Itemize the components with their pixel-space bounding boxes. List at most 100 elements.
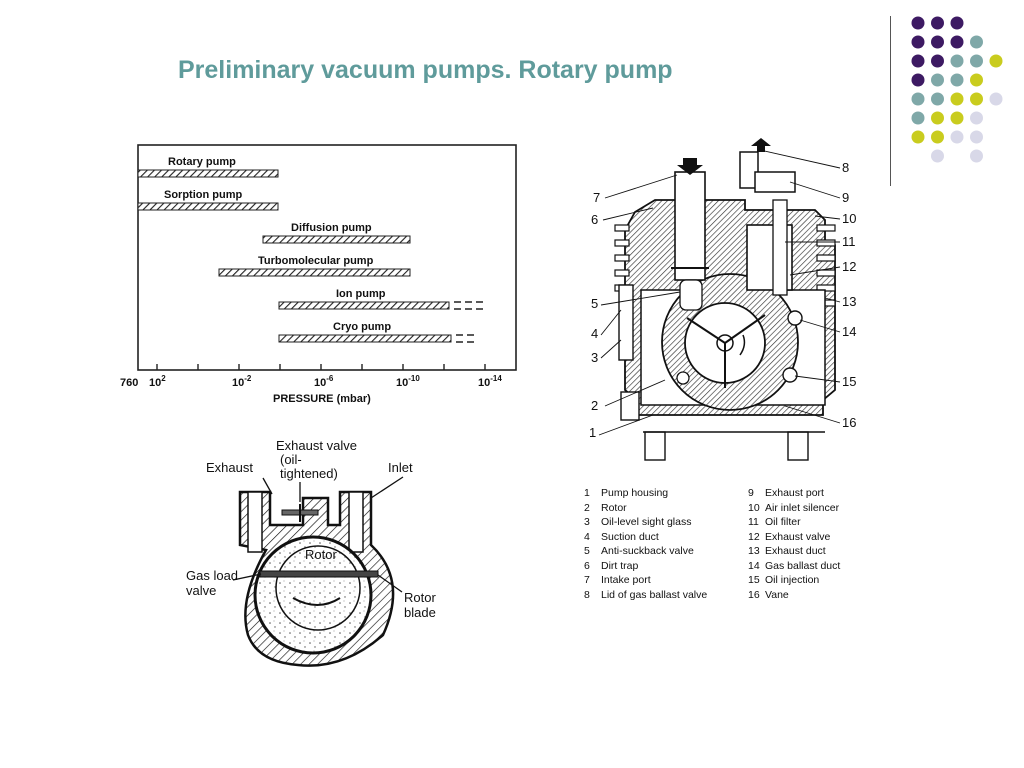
decorative-dot [950,73,964,87]
pressure-range-chart: Rotary pump Sorption pump Diffusion pump… [120,144,517,405]
decorative-dot [931,16,944,30]
callout-14: 14 [842,324,856,339]
label-tightened: tightened) [280,466,338,481]
label-cryo-pump: Cryo pump [333,321,391,333]
label-rotor-blade-1: Rotor [404,590,436,605]
decorative-dot [970,111,983,125]
callout-11: 11 [842,234,856,249]
label-turbomolecular-pump: Turbomolecular pump [258,255,374,267]
decorative-dot [911,54,925,68]
callout-10: 10 [842,211,856,226]
decorative-dot [931,92,944,106]
bar-turbomolecular-pump [218,268,411,277]
bar-ion-pump [278,301,450,310]
slide-title: Preliminary vacuum pumps. Rotary pump [178,56,673,84]
title-divider-line [890,16,891,186]
decorative-dot [911,35,925,49]
decorative-dot [950,130,964,144]
intake-port [674,171,706,281]
bar-rotary-pump [137,169,279,178]
label-ion-pump: Ion pump [336,288,386,300]
callout-2: 2 [591,398,598,413]
decorative-dot [911,111,925,125]
label-rotor-blade-2: blade [404,605,436,620]
decorative-dot [931,54,944,68]
decorative-dot [911,92,925,106]
rotary-pump-schematic: Exhaust valve (oil- tightened) Exhaust I… [186,438,436,667]
label-valve: valve [186,583,216,598]
decorative-dot-grid [911,16,1003,163]
bar-diffusion-pump [262,235,411,244]
tick-label-1e2: 102 [149,374,166,389]
tick-label-760: 760 [120,377,138,389]
label-rotary-pump: Rotary pump [168,156,236,168]
rotor [275,545,361,631]
decorative-dot [950,54,964,68]
label-exhaust-valve: Exhaust valve [276,438,357,453]
label-rotor: Rotor [305,547,337,562]
decorative-dot [989,54,1003,68]
decorative-dot [911,16,925,30]
decorative-dot [970,73,983,87]
callout-3: 3 [591,350,598,365]
tick-label-1e-10: 10-10 [396,374,420,389]
decorative-dot [950,16,964,30]
callout-8: 8 [842,160,849,175]
decorative-dot [931,130,944,144]
rotary-pump-cross-section: 1 2 3 4 5 6 7 8 9 10 11 12 13 14 15 16 [589,138,856,461]
decorative-dot [989,92,1003,106]
label-diffusion-pump: Diffusion pump [291,222,372,234]
tick-label-1e-6: 10-6 [314,374,334,389]
decorative-dot [911,130,925,144]
decorative-dot [970,130,983,144]
decorative-dot [950,92,964,106]
decorative-dot [950,35,964,49]
decorative-dot [970,54,983,68]
callout-4: 4 [591,326,598,341]
decorative-dot [931,73,944,87]
decorative-dot [931,35,944,49]
callout-1: 1 [589,425,596,440]
bar-cryo-pump [278,334,452,343]
label-gas-load: Gas load [186,568,238,583]
callout-6: 6 [591,212,598,227]
decorative-dot [970,92,983,106]
decorative-dot [931,111,944,125]
label-exhaust: Exhaust [206,460,253,475]
decorative-dot [970,149,983,163]
tick-label-1e-2: 10-2 [232,374,252,389]
callout-9: 9 [842,190,849,205]
callout-16: 16 [842,415,856,430]
rotor-blade [259,570,379,578]
decorative-dot [950,111,964,125]
x-axis-label: PRESSURE (mbar) [273,393,371,405]
decorative-dot [970,35,983,49]
callout-5: 5 [591,296,598,311]
callout-12: 12 [842,259,856,274]
decorative-dot [911,73,925,87]
range-bars [137,169,484,343]
bar-dashed-extensions [454,301,484,343]
label-oil: (oil- [280,452,302,467]
label-sorption-pump: Sorption pump [164,189,242,201]
callout-13: 13 [842,294,856,309]
tick-label-1e-14: 10-14 [478,374,502,389]
decorative-dot [931,149,944,163]
callout-15: 15 [842,374,856,389]
